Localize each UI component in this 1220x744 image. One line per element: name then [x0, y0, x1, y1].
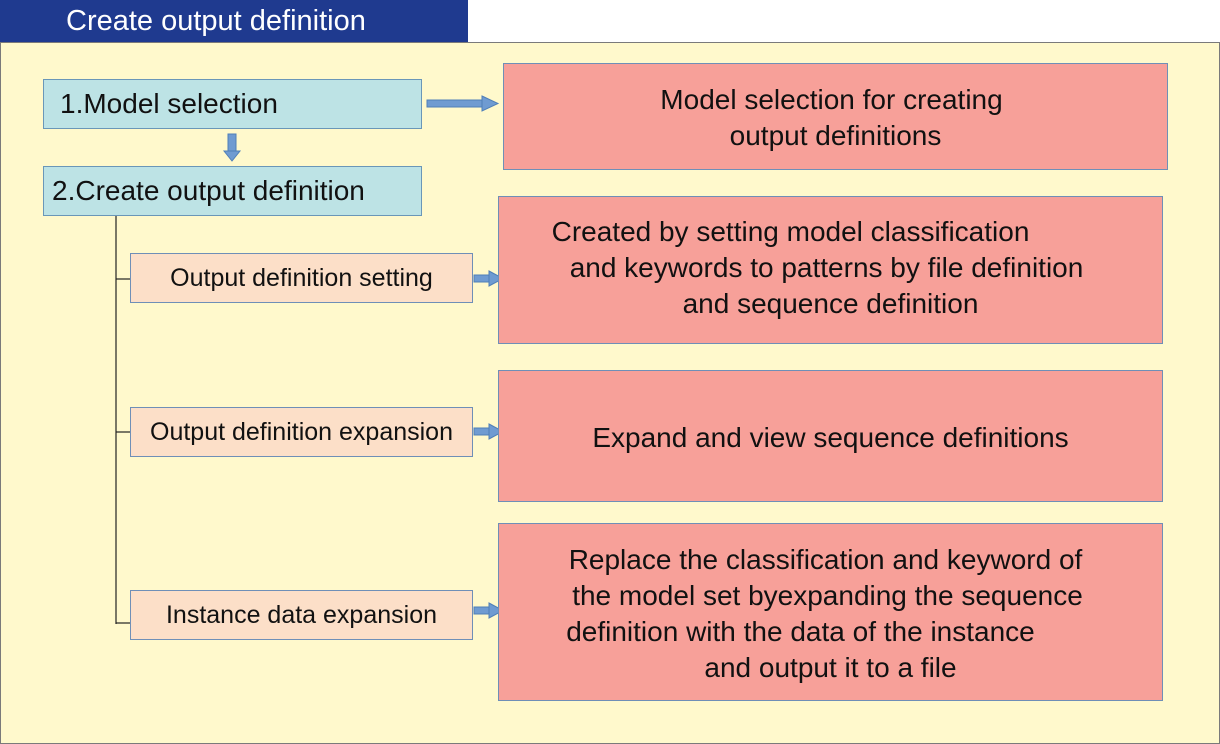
description-line: and keywords to patterns by file definit… — [569, 252, 1084, 283]
description-line: output definitions — [729, 120, 942, 151]
substep-output-definition-expansion: Output definition expansion — [130, 407, 473, 457]
substep-output-definition-setting: Output definition setting — [130, 253, 473, 303]
substep-instance-data-expansion: Instance data expansion — [130, 590, 473, 640]
right-arrow-icon-3 — [473, 423, 505, 440]
description-line: Model selection for creating — [660, 84, 1003, 115]
step-create-output-definition: 2.Create output definition — [43, 166, 422, 216]
description-model-selection: Model selection for creating output defi… — [503, 63, 1168, 170]
right-arrow-icon-1 — [426, 95, 500, 112]
down-arrow-icon — [222, 133, 242, 162]
description-output-definition-setting: Created by setting model classification … — [498, 196, 1163, 344]
description-output-definition-expansion: Expand and view sequence definitions — [498, 370, 1163, 502]
description-line: definition with the data of the instance — [566, 616, 1035, 647]
description-instance-data-expansion: Replace the classification and keyword o… — [498, 523, 1163, 701]
right-arrow-icon-2 — [473, 270, 505, 287]
description-line: Expand and view sequence definitions — [592, 422, 1069, 453]
description-line: Created by setting model classification — [551, 216, 1030, 247]
description-line: the model set byexpanding the sequence — [572, 580, 1083, 611]
description-line: Replace the classification and keyword o… — [568, 544, 1083, 575]
step-model-selection: 1.Model selection — [43, 79, 422, 129]
page-title: Create output definition — [0, 0, 468, 42]
description-line: and sequence definition — [682, 288, 979, 319]
description-line: and output it to a file — [704, 652, 957, 683]
right-arrow-icon-4 — [473, 602, 505, 619]
